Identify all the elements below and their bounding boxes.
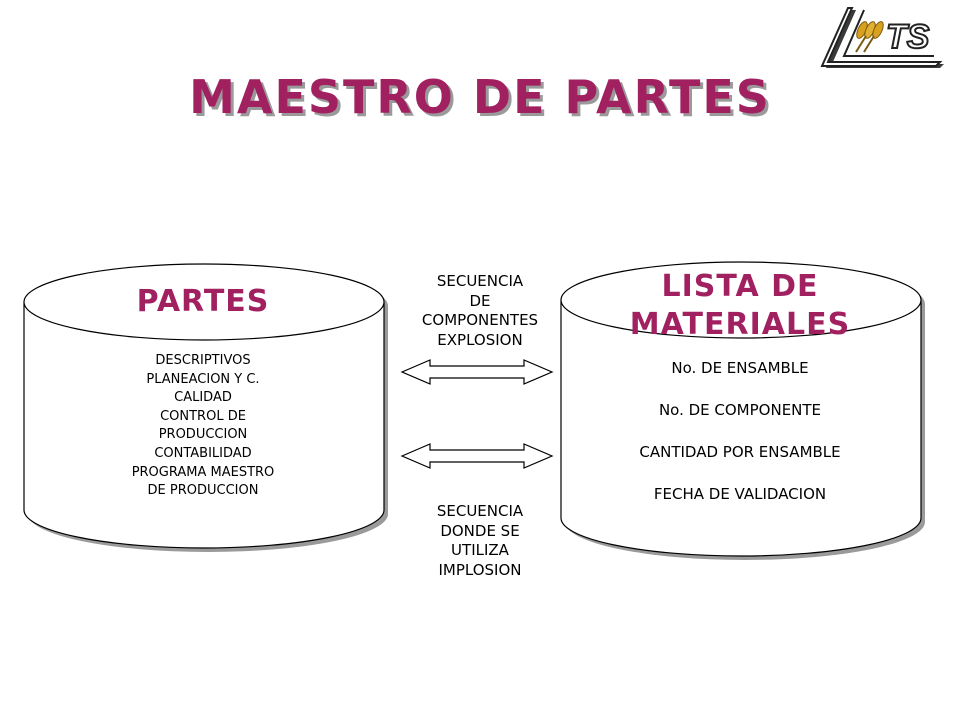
label-line: IMPLOSION: [438, 560, 522, 579]
label-line: SECUENCIA: [436, 502, 524, 520]
slide-title: MAESTRO DE PARTES: [189, 70, 771, 124]
label-line: SECUENCIA: [436, 272, 524, 290]
explosion-arrow: [400, 359, 554, 385]
lista-heading: LISTA DE MATERIALES: [565, 268, 915, 344]
lista-list: No. DE ENSAMBLE No. DE COMPONENTE CANTID…: [565, 358, 915, 505]
label-line: EXPLOSION: [437, 330, 523, 349]
its-logo: TS: [820, 7, 944, 68]
secuencia-implosion-label: SECUENCIA DONDE SE UTILIZA IMPLOSION: [380, 502, 580, 580]
list-item: PROGRAMA MAESTRO: [131, 464, 275, 480]
list-item: CALIDAD: [174, 390, 232, 406]
wheat-icon: [855, 21, 884, 53]
implosion-arrow: [400, 443, 554, 469]
label-line: DE: [469, 291, 491, 310]
list-item: No. DE ENSAMBLE: [671, 359, 809, 377]
label-line: DONDE SE: [440, 521, 520, 540]
list-item: PRODUCCION: [158, 427, 248, 443]
lista-cylinder: [560, 261, 922, 557]
list-item: CANTIDAD POR ENSAMBLE: [639, 443, 841, 461]
partes-heading: PARTES: [136, 284, 270, 319]
list-item: DESCRIPTIVOS: [155, 353, 251, 368]
label-line: COMPONENTES: [421, 311, 539, 329]
list-item: FECHA DE VALIDACION: [653, 485, 827, 503]
list-item: PLANEACION Y C.: [146, 371, 260, 387]
logo-text: TS: [886, 18, 930, 56]
partes-cylinder: [23, 263, 385, 549]
list-item: CONTROL DE: [160, 408, 246, 424]
label-line: UTILIZA: [451, 541, 509, 559]
list-item: No. DE COMPONENTE: [658, 401, 822, 419]
secuencia-explosion-label: SECUENCIA DE COMPONENTES EXPLOSION: [380, 272, 580, 350]
lista-heading-line2: MATERIALES: [629, 307, 851, 342]
list-item: CONTABILIDAD: [154, 445, 252, 461]
lista-heading-line1: LISTA DE: [661, 269, 819, 304]
partes-list: DESCRIPTIVOS PLANEACION Y C. CALIDAD CON…: [28, 352, 378, 501]
list-item: DE PRODUCCION: [147, 483, 259, 499]
